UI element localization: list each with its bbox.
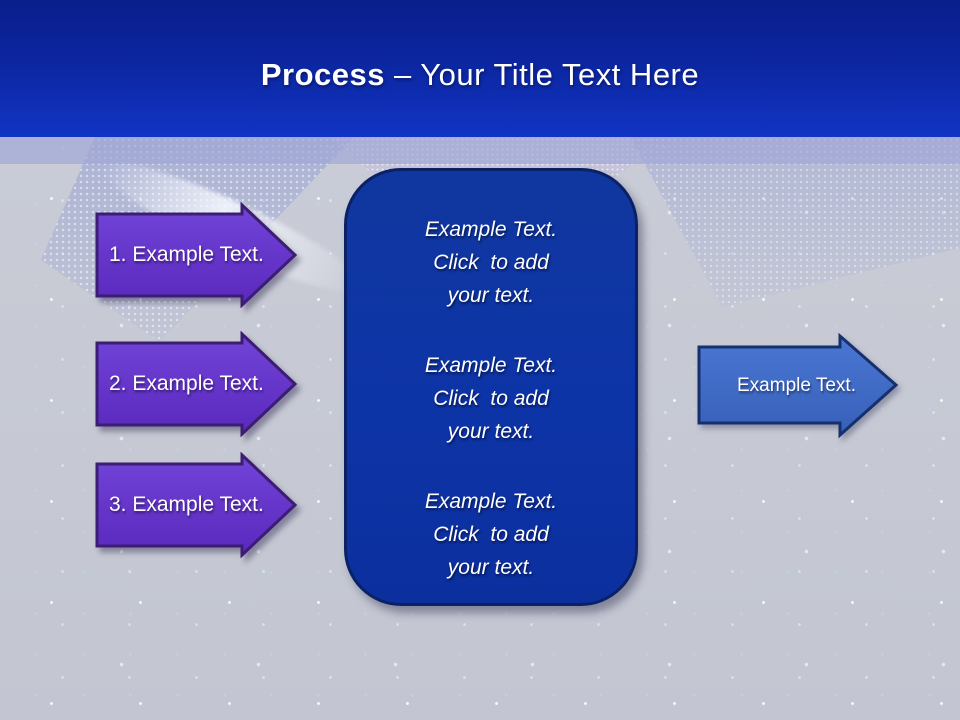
step-arrow-1[interactable]: 1. Example Text.: [95, 202, 299, 308]
panel-line: your text.: [447, 556, 535, 579]
panel-line: Example Text.: [424, 218, 558, 241]
step-label: 2. Example Text.: [109, 372, 264, 395]
panel-line: your text.: [447, 420, 535, 443]
step-label: 1. Example Text.: [109, 243, 264, 266]
right-arrow-shape: [95, 331, 298, 437]
panel-text-block-1: Example Text. Click to add your text.: [425, 213, 557, 312]
panel-line: Click to add: [433, 387, 549, 410]
title-subtext: – Your Title Text Here: [394, 56, 700, 92]
step-label: 3. Example Text.: [109, 493, 264, 516]
step-arrow-3[interactable]: 3. Example Text.: [95, 452, 299, 558]
right-arrow-shape: [697, 332, 899, 439]
panel-text-block-3: Example Text. Click to add your text.: [425, 485, 557, 584]
panel-text-block-2: Example Text. Click to add your text.: [425, 349, 557, 448]
title-bar: Process– Your Title Text Here: [0, 0, 960, 137]
panel-line: Click to add: [433, 523, 549, 546]
panel-line: Example Text.: [424, 490, 558, 513]
info-panel[interactable]: Example Text. Click to add your text. Ex…: [344, 168, 638, 606]
step-arrow-2[interactable]: 2. Example Text.: [95, 331, 299, 437]
title-keyword: Process: [260, 56, 386, 92]
panel-line: Click to add: [433, 251, 549, 274]
header-accent-band: [0, 137, 960, 164]
right-arrow-shape: [95, 202, 298, 308]
panel-line: Example Text.: [424, 354, 558, 377]
panel-line: your text.: [447, 284, 535, 307]
right-arrow-shape: [95, 452, 298, 558]
output-arrow[interactable]: Example Text.: [697, 332, 900, 439]
page-title[interactable]: Process– Your Title Text Here: [261, 45, 699, 93]
output-arrow-label: Example Text.: [737, 374, 856, 396]
